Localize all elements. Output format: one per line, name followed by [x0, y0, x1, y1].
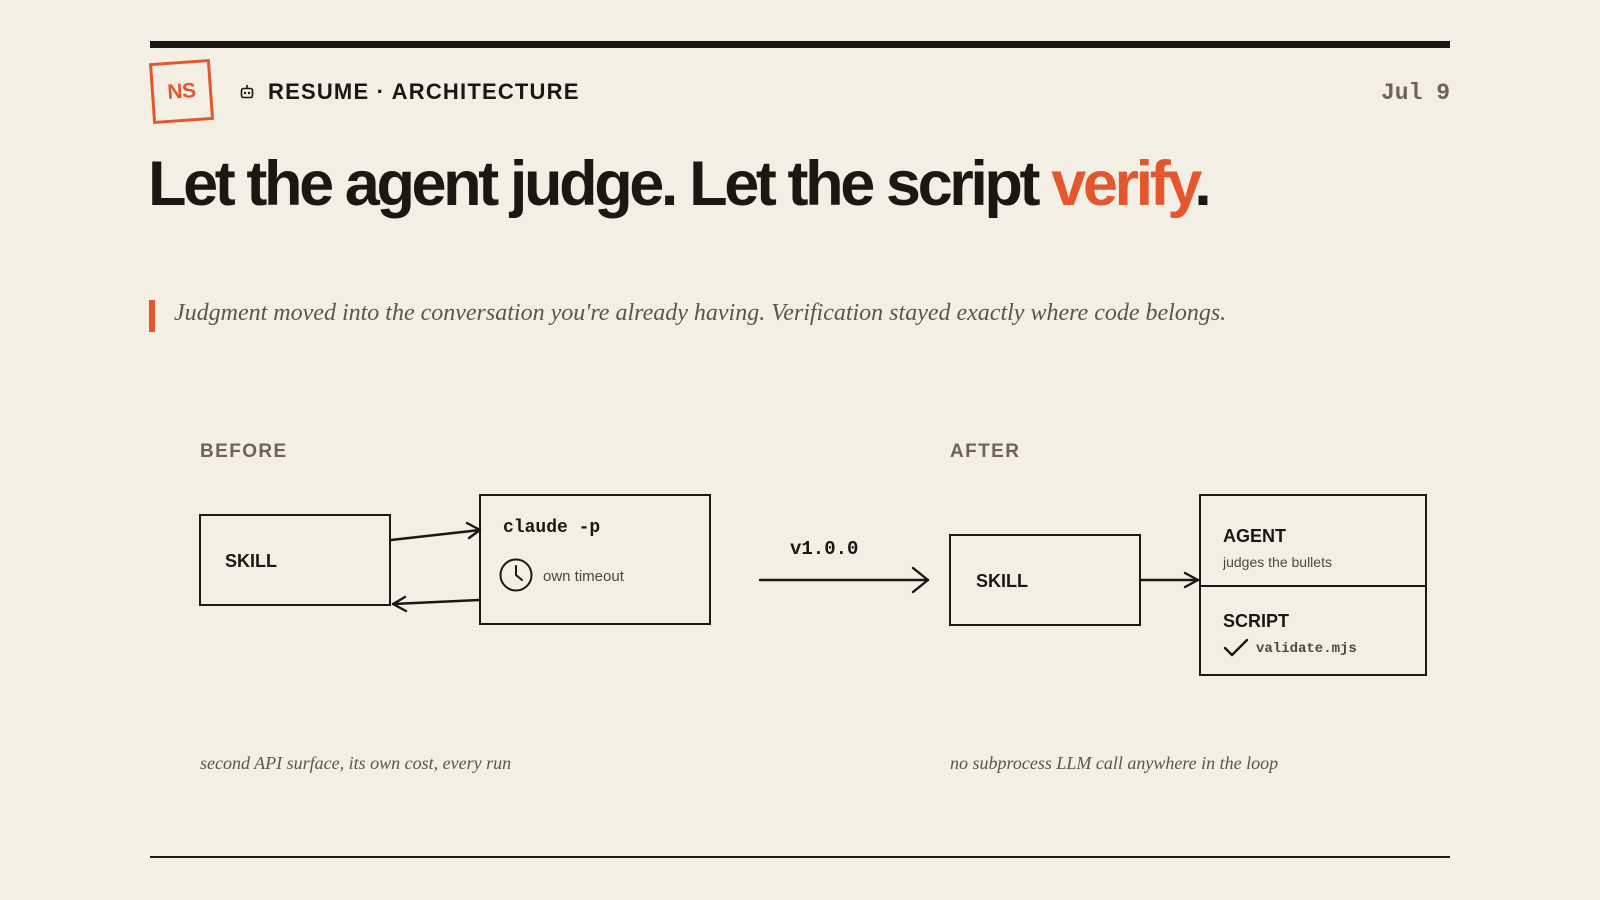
top-rule [150, 41, 1450, 48]
version-label: v1.0.0 [790, 538, 859, 560]
bottom-rule [150, 856, 1450, 858]
arrow-skill-to-claude [389, 521, 482, 542]
pull-quote: Judgment moved into the conversation you… [174, 300, 1227, 326]
before-label: BEFORE [200, 441, 288, 462]
before-caption: second API surface, its own cost, every … [200, 753, 512, 773]
arrow-version-transition [758, 566, 930, 594]
title-main: Let the agent judge. Let the script [148, 149, 1052, 219]
claude-command: claude -p [503, 518, 601, 538]
arrow-claude-to-skill [391, 595, 481, 613]
check-icon [1223, 638, 1249, 657]
page-title: Let the agent judge. Let the script veri… [148, 148, 1212, 220]
agent-subtitle: judges the bullets [1223, 554, 1332, 570]
clock-icon [499, 558, 533, 592]
after-skill-label: SKILL [976, 571, 1028, 591]
before-skill-label: SKILL [225, 551, 277, 571]
before-skill-box: SKILL [199, 514, 391, 606]
script-filename: validate.mjs [1256, 641, 1357, 657]
after-caption: no subprocess LLM call anywhere in the l… [950, 753, 1279, 773]
script-title: SCRIPT [1223, 611, 1290, 631]
title-end: . [1194, 149, 1212, 219]
title-accent: verify [1051, 149, 1197, 219]
date-label: Jul 9 [1380, 80, 1450, 106]
after-skill-box: SKILL [949, 534, 1141, 626]
claude-box: claude -p own timeout [479, 494, 711, 625]
after-label: AFTER [950, 441, 1021, 462]
arrow-skill-to-stack [1139, 571, 1200, 589]
agent-title: AGENT [1223, 526, 1286, 546]
section-kicker: RESUME · ARCHITECTURE [268, 79, 580, 104]
robot-icon [240, 85, 254, 99]
timeout-label: own timeout [543, 568, 624, 585]
agent-script-box: AGENT judges the bullets SCRIPT validate… [1199, 494, 1427, 676]
quote-bar [149, 300, 155, 332]
stack-divider [1201, 585, 1425, 587]
